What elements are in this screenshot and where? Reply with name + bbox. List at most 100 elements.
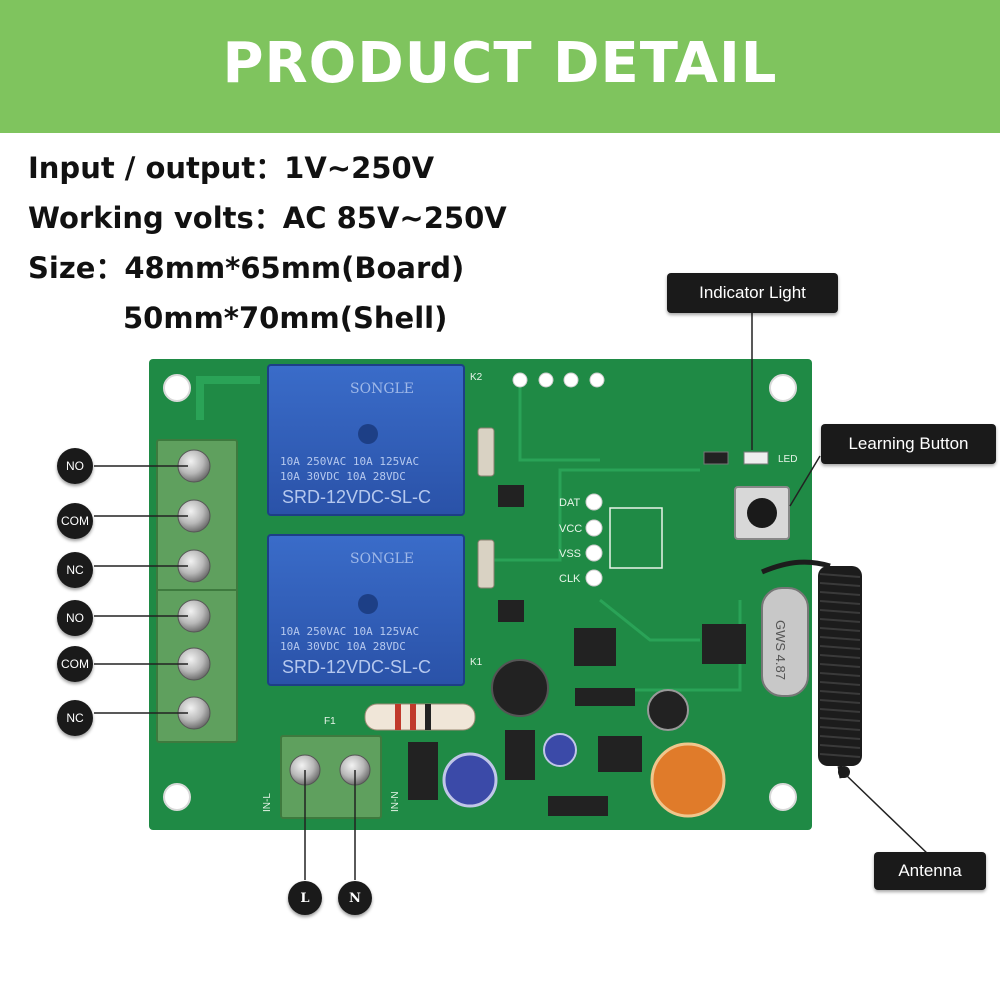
- pad-vcc: [585, 519, 603, 537]
- spec-working-volts: Working volts：AC 85V~250V: [28, 201, 507, 235]
- pcb-trace: [518, 380, 600, 462]
- transistor: [498, 600, 524, 622]
- antenna-coil-ridge: [819, 591, 861, 596]
- antenna-coil-ridge: [819, 663, 861, 668]
- terminal-n: N: [338, 881, 372, 915]
- label-crystal: GWS 4.87: [773, 620, 788, 680]
- antenna-coil-ridge: [819, 744, 861, 749]
- leader-line-antenna: [845, 774, 931, 857]
- antenna-coil-ridge: [819, 717, 861, 722]
- capacitor: [543, 733, 577, 767]
- header-pin: [589, 372, 605, 388]
- fuse: [364, 703, 476, 731]
- antenna-coil-ridge: [819, 672, 861, 677]
- mount-hole: [163, 374, 191, 402]
- pad-vss: [585, 544, 603, 562]
- relay-k2: SONGLE 10A 250VAC 10A 125VAC 10A 30VDC 1…: [267, 364, 465, 516]
- relay-rating-2: 10A 30VDC 10A 28VDC: [280, 470, 406, 483]
- antenna-coil-ridge: [819, 699, 861, 704]
- header-pin: [538, 372, 554, 388]
- indicator-led: [743, 451, 769, 465]
- learning-button-callout: Learning Button: [821, 424, 996, 464]
- label-f1: F1: [324, 716, 336, 727]
- relay-k1: SONGLE 10A 250VAC 10A 125VAC 10A 30VDC 1…: [267, 534, 465, 686]
- leader-line-learning: [789, 455, 821, 507]
- antenna-coil: [761, 559, 862, 779]
- spec-list: Input / output：1V~250V Working volts：AC …: [28, 146, 507, 346]
- antenna-coil-ridge: [819, 600, 861, 605]
- antenna-coil-ridge: [819, 690, 861, 695]
- label-clk: CLK: [559, 573, 581, 585]
- terminal-no-1: NO: [57, 448, 93, 484]
- pad-clk: [585, 569, 603, 587]
- header-banner: PRODUCT DETAIL: [0, 0, 1000, 133]
- relay-brand: SONGLE: [350, 381, 414, 397]
- spec-size-shell: 50mm*70mm(Shell): [123, 301, 448, 335]
- antenna-coil-ridge: [819, 735, 861, 740]
- indicator-light-callout: Indicator Light: [667, 273, 838, 313]
- bridge-diode: [575, 688, 635, 706]
- diode: [477, 427, 495, 477]
- ic-chip-u1: [609, 507, 663, 569]
- antenna-coil-ridge: [819, 654, 861, 659]
- ic-chip: [702, 624, 746, 664]
- terminal-nc-2: NC: [57, 700, 93, 736]
- capacitor: [647, 689, 689, 731]
- ic-chip: [598, 736, 642, 772]
- terminal-nc-1: NC: [57, 552, 93, 588]
- label-vcc: VCC: [559, 523, 582, 535]
- pcb-trace: [480, 468, 700, 562]
- spec-size-board: Size：48mm*65mm(Board): [28, 251, 465, 285]
- diode: [477, 539, 495, 589]
- relay-rating-1: 10A 250VAC 10A 125VAC: [280, 455, 419, 468]
- crystal: [761, 587, 809, 697]
- antenna-coil-ridge: [819, 726, 861, 731]
- antenna-coil-ridge: [819, 609, 861, 614]
- antenna-coil-ridge: [819, 681, 861, 686]
- bridge-diode: [505, 730, 535, 780]
- relay-model: SRD-12VDC-SL-C: [282, 657, 431, 677]
- terminal-l: L: [288, 881, 322, 915]
- terminal-com-2: COM: [57, 646, 93, 682]
- inductor: [491, 659, 549, 717]
- relay-rating-1: 10A 250VAC 10A 125VAC: [280, 625, 419, 638]
- antenna-coil-ridge: [819, 573, 861, 578]
- bridge-diode: [548, 796, 608, 816]
- resistor-r4: [703, 451, 729, 465]
- mount-hole: [163, 783, 191, 811]
- label-k2: K2: [470, 372, 483, 383]
- antenna-label: Antenna: [898, 861, 962, 880]
- mount-hole: [769, 374, 797, 402]
- header-pin: [563, 372, 579, 388]
- label-led: LED: [778, 454, 797, 465]
- antenna-coil-ridge: [819, 753, 861, 758]
- antenna-coil-ridge: [819, 636, 861, 641]
- label-in-n: IN-N: [390, 791, 401, 812]
- bridge-diode: [408, 742, 438, 800]
- antenna-coil-ridge: [819, 627, 861, 632]
- relay-model: SRD-12VDC-SL-C: [282, 487, 431, 507]
- ic-chip: [574, 628, 616, 666]
- relay-rating-2: 10A 30VDC 10A 28VDC: [280, 640, 406, 653]
- relay-brand: SONGLE: [350, 551, 414, 567]
- terminal-no-2: NO: [57, 600, 93, 636]
- page-title: PRODUCT DETAIL: [222, 31, 778, 96]
- header-pin: [512, 372, 528, 388]
- capacitor: [442, 752, 498, 808]
- capacitor: [650, 742, 726, 818]
- antenna-coil-ridge: [819, 582, 861, 587]
- antenna-coil-ridge: [819, 708, 861, 713]
- terminal-com-1: COM: [57, 503, 93, 539]
- learning-button-label: Learning Button: [848, 434, 969, 453]
- label-k1: K1: [470, 657, 483, 668]
- pcb-trace: [196, 376, 260, 420]
- antenna-coil-ridge: [819, 618, 861, 623]
- spec-input-output: Input / output：1V~250V: [28, 151, 435, 185]
- pad-dat: [585, 493, 603, 511]
- indicator-light-label: Indicator Light: [699, 283, 806, 302]
- label-vss: VSS: [559, 548, 581, 560]
- transistor: [498, 485, 524, 507]
- label-dat: DAT: [559, 497, 580, 509]
- label-in-l: IN-L: [262, 793, 273, 812]
